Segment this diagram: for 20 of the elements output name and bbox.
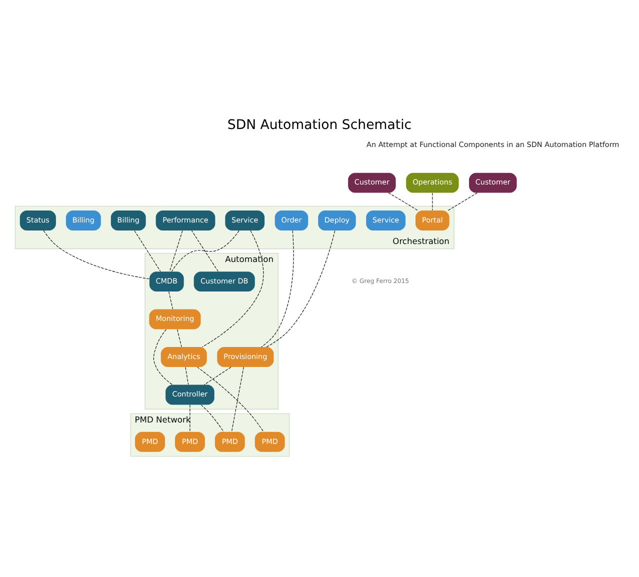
connector: [134, 230, 161, 272]
connector: [153, 329, 173, 385]
connector: [196, 366, 264, 432]
connector: [202, 230, 264, 348]
connector: [169, 230, 183, 272]
connector: [171, 230, 240, 272]
connector: [266, 230, 336, 348]
connector: [432, 192, 433, 211]
connector: [168, 291, 174, 310]
diagram-title: SDN Automation Schematic: [227, 118, 412, 134]
connector: [388, 192, 418, 211]
connector: [204, 366, 232, 385]
connector: [231, 366, 244, 432]
connector: [177, 329, 182, 348]
connector: [200, 404, 224, 432]
connector: [448, 192, 478, 211]
connector: [191, 230, 218, 272]
connector: [185, 366, 189, 385]
connector: [261, 230, 294, 348]
connector: [43, 230, 150, 280]
